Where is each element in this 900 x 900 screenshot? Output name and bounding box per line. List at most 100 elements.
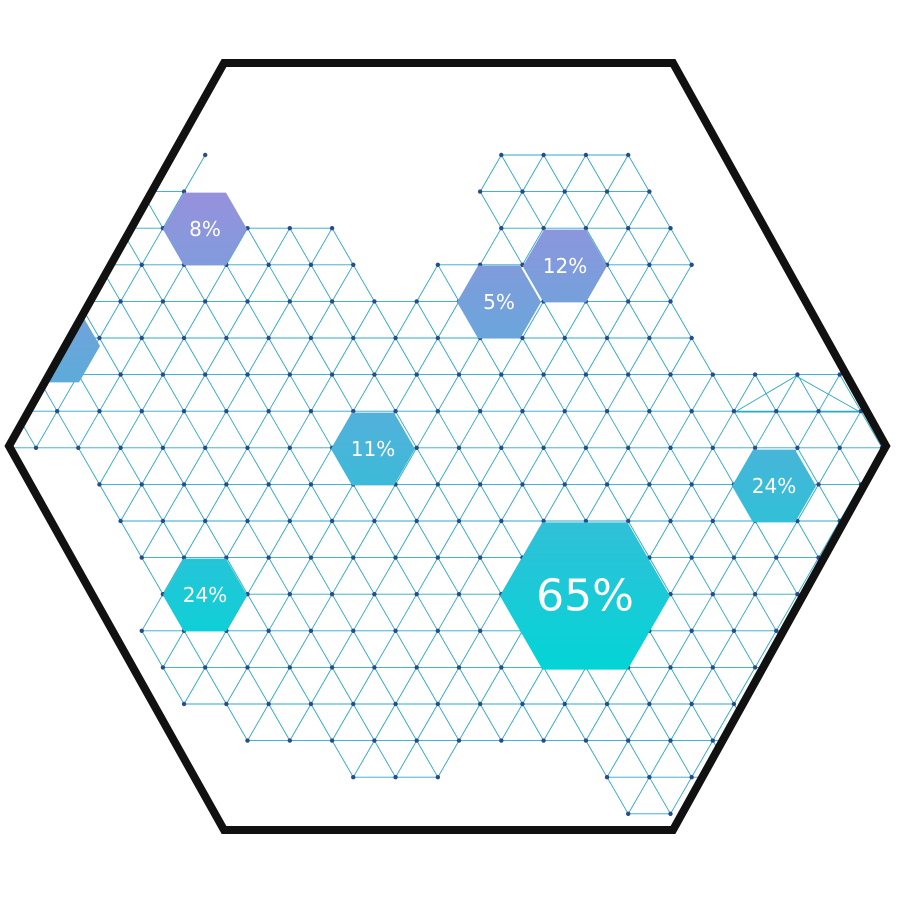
mesh-edge: [331, 301, 354, 339]
mesh-edge: [627, 191, 650, 229]
mesh-edge: [606, 191, 629, 229]
mesh-edge: [564, 191, 587, 229]
mesh-node: [181, 482, 187, 487]
mesh-edge: [606, 154, 629, 192]
mesh-edge: [247, 667, 270, 705]
mesh-edge: [331, 484, 354, 522]
badge-partial-left: %: [16, 309, 100, 383]
mesh-edge: [99, 374, 121, 412]
badge-8-percent: 8%: [163, 192, 247, 266]
mesh-edge: [289, 557, 312, 595]
mesh-node: [97, 409, 102, 414]
mesh-node: [858, 555, 864, 560]
mesh-edge: [56, 264, 79, 302]
mesh-node: [372, 738, 377, 743]
mesh-node: [435, 775, 441, 780]
mesh-edge: [458, 630, 481, 668]
mesh-node: [837, 665, 842, 670]
mesh-edge: [860, 593, 883, 632]
mesh-edge: [733, 374, 756, 412]
mesh-node: [266, 555, 271, 560]
badge-5-percent: 5%: [457, 265, 541, 339]
mesh-node: [97, 262, 102, 267]
mesh-edge: [247, 630, 270, 668]
mesh-edge: [627, 301, 650, 339]
mesh-node: [351, 409, 356, 414]
mesh-node: [414, 738, 419, 743]
mesh-edge: [374, 703, 396, 741]
mesh-node: [477, 409, 483, 414]
mesh-node: [647, 701, 652, 707]
mesh-edge: [204, 484, 227, 522]
mesh-edge: [860, 520, 883, 558]
mesh-edge: [120, 374, 143, 412]
mesh-edge: [712, 557, 735, 595]
mesh-node: [477, 628, 483, 633]
mesh-node: [541, 445, 546, 450]
mesh-edge: [120, 447, 143, 485]
mesh-edge: [648, 374, 671, 412]
mesh-edge: [331, 264, 354, 302]
mesh-edge: [691, 557, 714, 595]
mesh-edge: [141, 227, 164, 266]
mesh-edge: [564, 301, 587, 339]
mesh-node: [710, 738, 715, 743]
mesh-edge: [860, 410, 883, 449]
mesh-node: [499, 518, 504, 524]
mesh-node: [774, 628, 779, 633]
mesh-node: [731, 701, 737, 707]
mesh-edge: [670, 557, 693, 595]
mesh-node: [203, 665, 208, 670]
mesh-edge: [606, 410, 629, 449]
mesh-node: [647, 262, 652, 267]
mesh-edge: [691, 484, 714, 522]
mesh-node: [287, 738, 292, 743]
mesh-node: [54, 335, 60, 341]
mesh-node: [710, 445, 715, 450]
mesh-edge: [289, 703, 312, 741]
mesh-edge: [35, 301, 58, 339]
mesh-edge: [543, 374, 566, 412]
mesh-edge: [247, 557, 270, 595]
mesh-edge: [670, 374, 693, 412]
mesh-edge: [733, 630, 756, 668]
mesh-edge: [522, 447, 544, 485]
mesh-edge: [437, 593, 460, 632]
mesh-edge: [268, 557, 291, 595]
mesh-edge: [416, 264, 439, 302]
mesh-node: [160, 299, 166, 304]
mesh-node: [879, 592, 885, 597]
mesh-edge: [99, 484, 121, 522]
mesh-edge: [162, 374, 185, 412]
mesh-node: [795, 592, 800, 597]
mesh-edge: [183, 337, 206, 375]
mesh-node: [245, 665, 250, 670]
mesh-edge: [310, 520, 333, 558]
mesh-edge: [225, 410, 248, 449]
badge-label: 11%: [351, 437, 395, 461]
mesh-edge: [479, 667, 502, 705]
mesh-edge: [225, 227, 248, 266]
mesh-node: [224, 335, 229, 341]
mesh-edge: [416, 630, 439, 668]
mesh-edge: [522, 410, 544, 449]
mesh-edge: [606, 447, 629, 485]
mesh-node: [435, 628, 441, 633]
mesh-node: [245, 738, 250, 743]
mesh-node: [456, 372, 462, 377]
mesh-node: [710, 592, 715, 597]
mesh-edge: [310, 630, 333, 668]
mesh-node: [520, 189, 525, 194]
mesh-edge: [162, 557, 185, 595]
mesh-node: [604, 409, 610, 414]
mesh-edge: [162, 301, 185, 339]
mesh-node: [795, 372, 800, 377]
mesh-node: [668, 811, 673, 816]
mesh-node: [329, 592, 335, 597]
mesh-node: [541, 738, 546, 743]
mesh-edge: [183, 484, 206, 522]
mesh-node: [541, 372, 546, 377]
mesh-node: [837, 445, 842, 450]
mesh-edge: [733, 557, 756, 595]
mesh-node: [224, 701, 229, 707]
